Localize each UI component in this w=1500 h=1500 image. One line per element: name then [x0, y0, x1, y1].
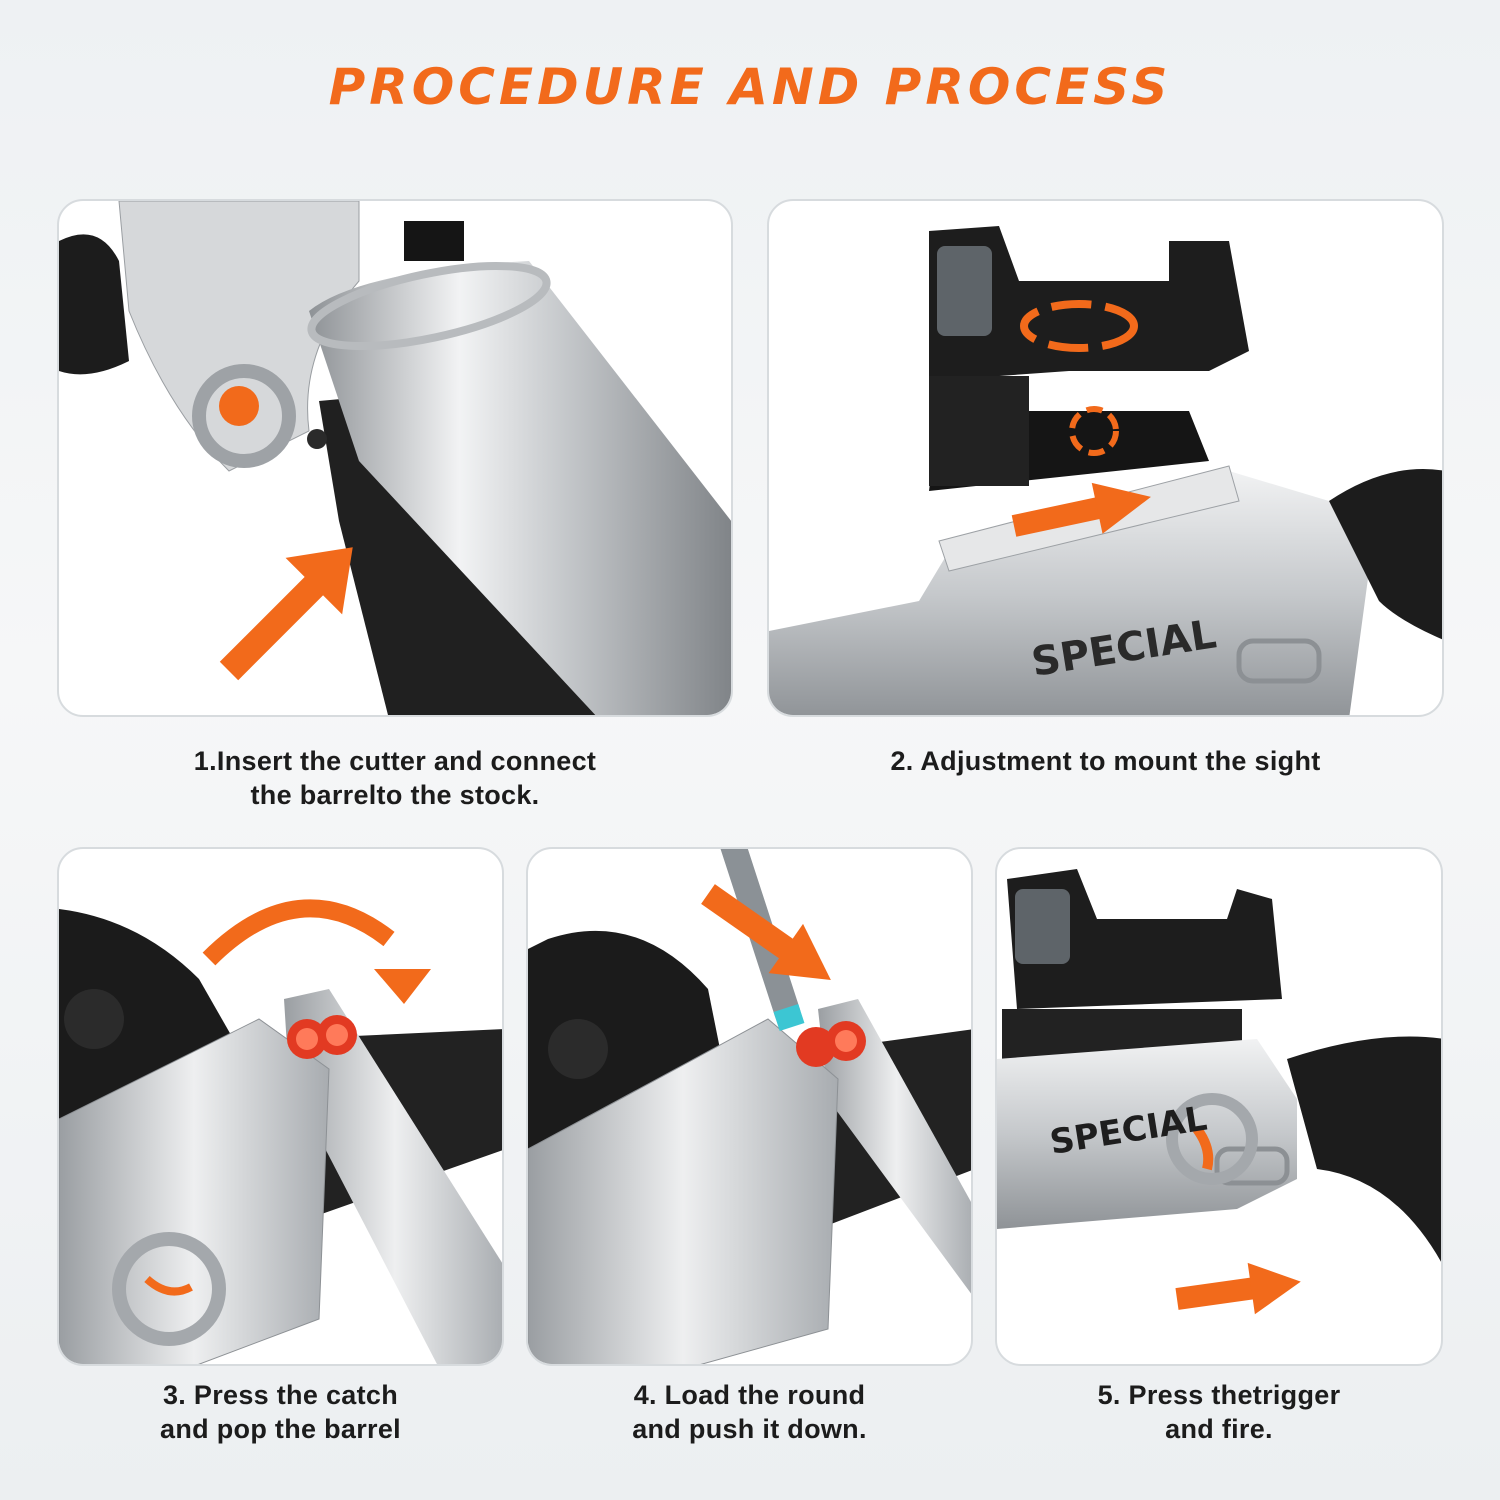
- step-2-image: SPECIAL: [767, 199, 1444, 717]
- step-4-caption: 4. Load the round and push it down.: [632, 1380, 867, 1444]
- step-1-image: [57, 199, 733, 717]
- step-4-image: [526, 847, 973, 1366]
- page-title: PROCEDURE AND PROCESS: [328, 58, 1172, 116]
- step-1-caption: 1.Insert the cutter and connect the barr…: [193, 746, 597, 810]
- step-2-caption: 2. Adjustment to mount the sight: [890, 746, 1321, 776]
- step-5-caption: 5. Press thetrigger and fire.: [1097, 1380, 1341, 1444]
- step-3-image: [57, 847, 504, 1366]
- step-5-image: SPECIAL: [995, 847, 1443, 1366]
- step-3-caption: 3. Press the catch and pop the barrel: [160, 1380, 401, 1444]
